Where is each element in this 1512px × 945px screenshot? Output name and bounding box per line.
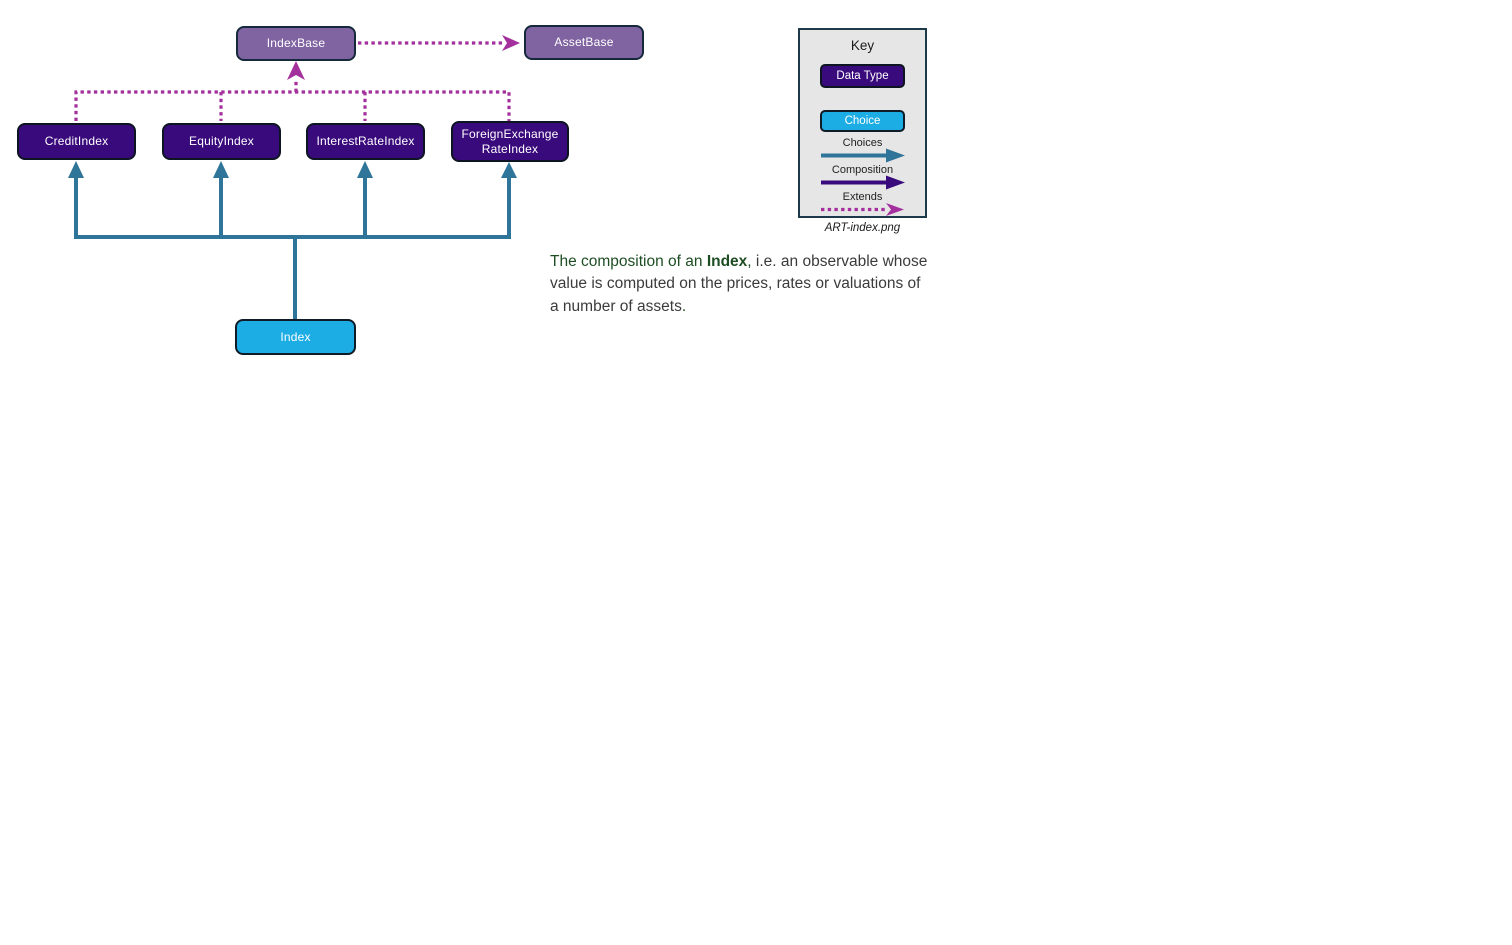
extends-trunk-line (74, 90, 511, 121)
connector-layer (68, 35, 520, 319)
choices-trunk-line (74, 177, 511, 239)
key-row-extends: Extends (800, 191, 925, 217)
key-data-type-swatch: Data Type (820, 64, 905, 88)
choices-arrowhead-creditindex-icon (68, 161, 84, 178)
key-panel: Key Data Type Choice Choices Composition (798, 28, 927, 218)
extends-connectors (74, 35, 520, 121)
node-label: EquityIndex (189, 134, 254, 148)
key-title: Key (850, 38, 875, 53)
node-label: Index (280, 329, 311, 344)
node-label: InterestRateIndex (316, 134, 415, 148)
node-indexbase: IndexBase (236, 26, 356, 61)
node-label: AssetBase (554, 35, 614, 49)
key-row-composition: Composition (800, 164, 925, 190)
description-term: Index (706, 253, 748, 270)
node-index: Index (235, 319, 356, 355)
node-label: IndexBase (266, 36, 326, 50)
description-lead: The composition of an (550, 253, 707, 270)
choices-arrowhead-fxrateindex-icon (501, 162, 517, 178)
composition-arrow-icon (820, 175, 905, 190)
extends-arrow-icon (820, 203, 904, 216)
key-extends-label: Extends (842, 191, 883, 203)
key-composition-label: Composition (831, 164, 894, 176)
description-text: The composition of an Index, i.e. an obs… (550, 251, 932, 318)
extends-arrowhead-assetbase-icon (502, 35, 520, 51)
choices-connectors (68, 161, 517, 319)
node-foreignexchangerateindex: ForeignExchange RateIndex (451, 121, 569, 162)
key-choice-label: Choice (844, 115, 881, 127)
node-label: CreditIndex (44, 134, 109, 148)
key-arrow-legend: Choices Composition Extends (800, 137, 925, 217)
node-label-line2: RateIndex (481, 141, 539, 156)
node-equityindex: EquityIndex (162, 123, 281, 160)
node-assetbase: AssetBase (524, 25, 644, 60)
key-data-type-label: Data Type (836, 70, 889, 82)
extends-arrowhead-indexbase-icon (287, 61, 305, 80)
node-label-line1: ForeignExchange (461, 126, 559, 141)
choices-arrow-icon (820, 148, 905, 163)
description-period: . (681, 297, 687, 315)
key-choice-swatch: Choice (820, 110, 905, 132)
key-row-choices: Choices (800, 137, 925, 163)
node-creditindex: CreditIndex (17, 123, 136, 160)
key-choices-label: Choices (842, 137, 883, 149)
choices-arrowhead-interestrateindex-icon (357, 161, 373, 178)
description-comma: , (747, 253, 756, 270)
node-interestrateindex: InterestRateIndex (306, 123, 425, 160)
choices-arrowhead-equityindex-icon (213, 161, 229, 178)
image-caption: ART-index.png (824, 222, 901, 234)
description-body: i.e. an observable whose value is comput… (550, 253, 928, 315)
